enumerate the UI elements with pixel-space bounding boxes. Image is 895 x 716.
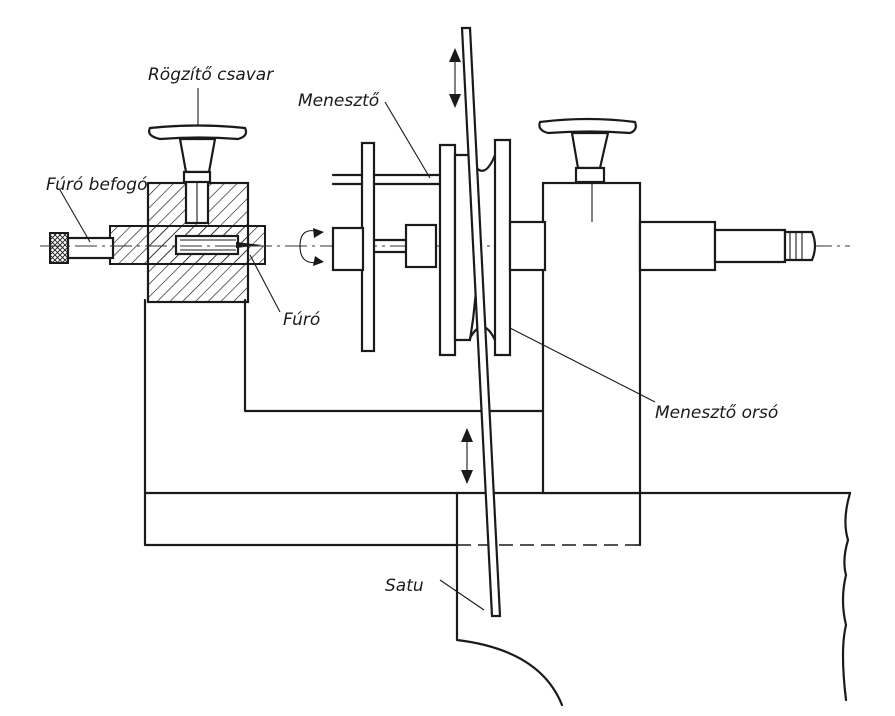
left-headstock: [109, 176, 266, 304]
rotation-arrow-icon: [299, 228, 324, 266]
feed-arrow-bottom-icon: [461, 428, 473, 484]
right-headstock: [508, 181, 817, 495]
vise-body: [143, 491, 852, 707]
feed-arrow-top-icon: [449, 48, 461, 108]
base-frame: [143, 298, 642, 547]
right-knob: [538, 117, 637, 184]
label-meneszto-orso: Menesztő orsó: [655, 403, 778, 423]
label-meneszto: Menesztő: [298, 91, 380, 111]
leader-lines: [59, 88, 656, 611]
left-knob: [148, 124, 248, 184]
label-rogzito-csavar: Rögzítő csavar: [148, 65, 274, 85]
chuck-holder-rod: [49, 232, 115, 264]
label-furo-befogo: Fúró befogó: [46, 175, 148, 195]
workpiece-strip: [460, 26, 502, 618]
label-furo: Fúró: [283, 310, 320, 330]
drive-dog: [331, 141, 450, 353]
label-satu: Satu: [385, 576, 424, 596]
